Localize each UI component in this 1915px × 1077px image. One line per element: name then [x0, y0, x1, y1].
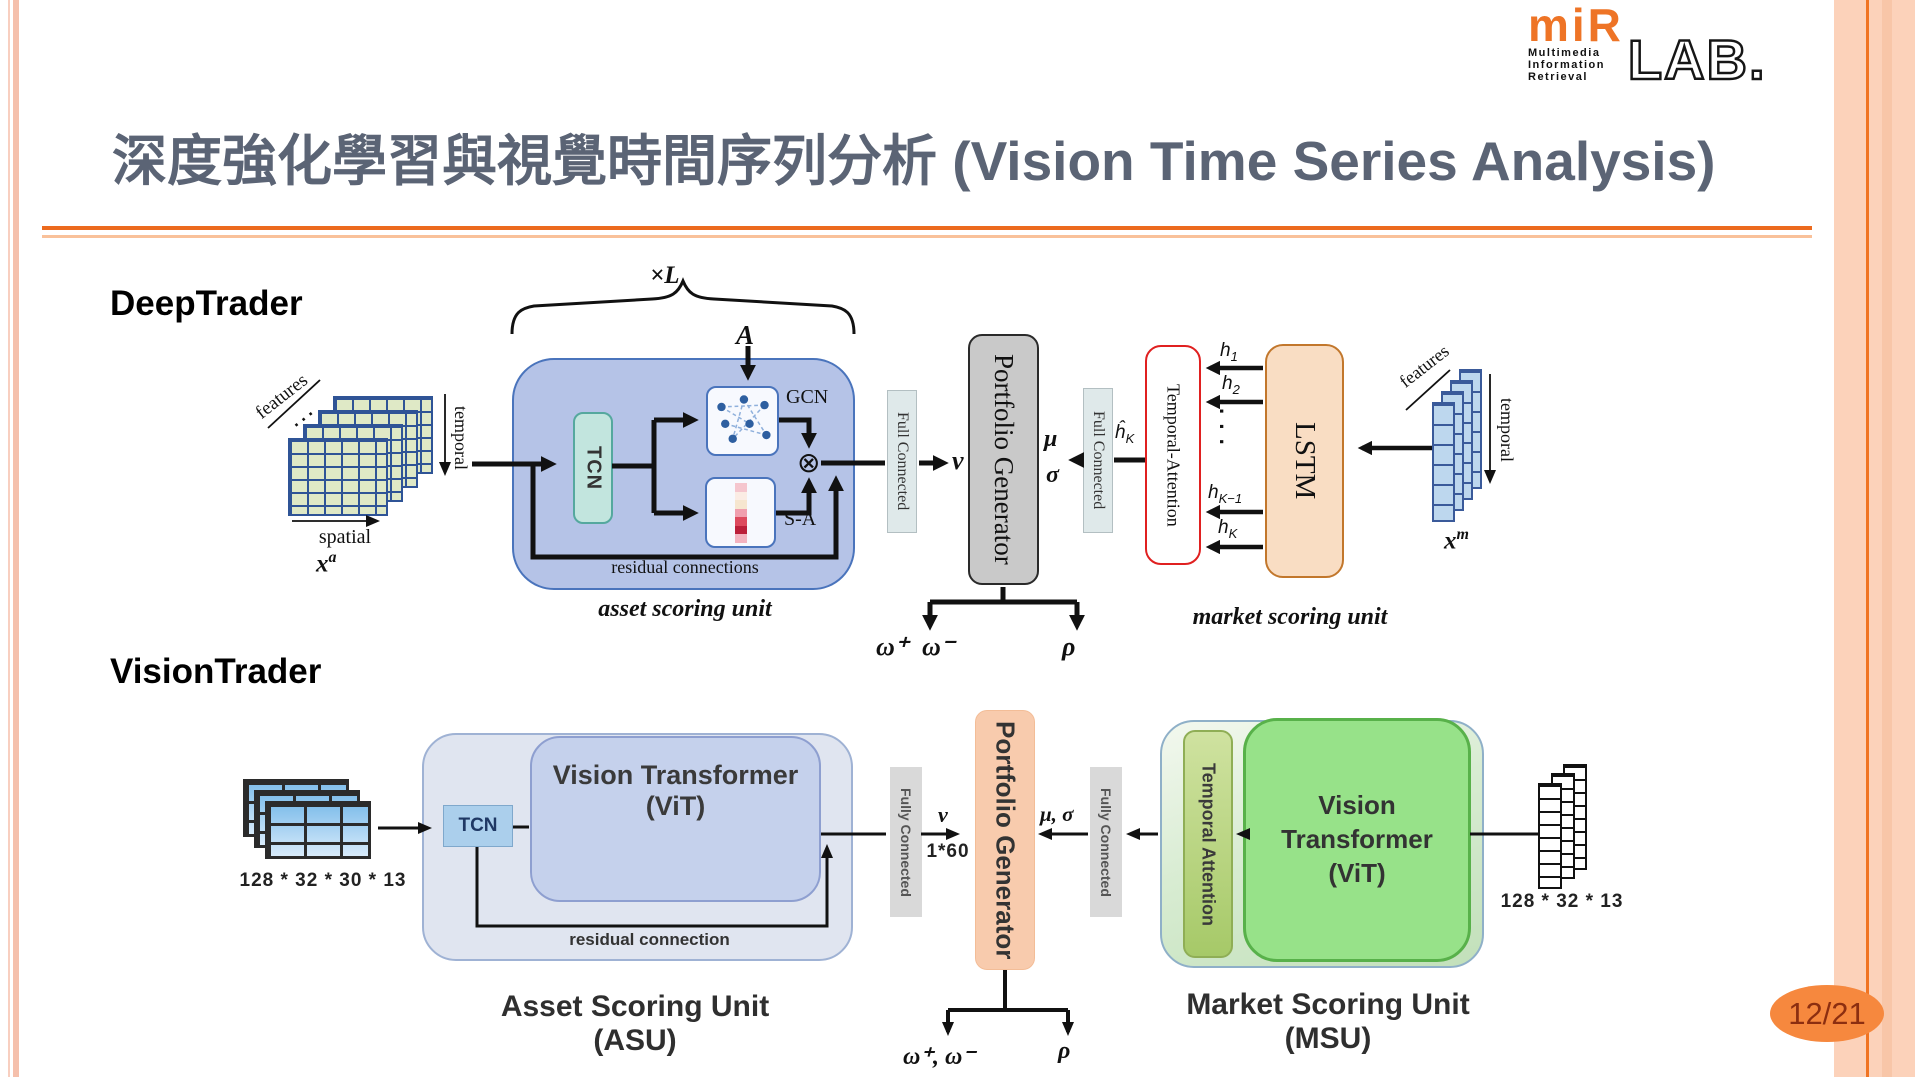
vt-market-dims: 128 * 32 * 13: [1500, 891, 1624, 912]
mirlab-logo: miR Multimedia Information Retrieval LAB…: [1528, 0, 1767, 91]
rho-label: ρ: [1062, 632, 1076, 661]
v-label: v: [952, 446, 964, 475]
asset-spatial-label: spatial: [318, 526, 372, 548]
residual-connections-label: residual connections: [611, 557, 759, 577]
deeptrader-portfolio-generator: Portfolio Generator: [968, 334, 1039, 585]
deeptrader-tcn-box: TCN: [573, 412, 613, 524]
vt-residual-label: residual connection: [569, 930, 730, 949]
hk-label: hK: [1218, 517, 1238, 541]
asset-temporal-label: temporal: [451, 406, 471, 470]
vt-market-layer-1: [1538, 783, 1562, 889]
vt-msu-caption: Market Scoring Unit (MSU): [1186, 988, 1470, 1055]
sigma-label: σ: [1046, 462, 1059, 488]
vt-portfolio-generator: Portfolio Generator: [975, 710, 1035, 970]
line-pg-branch: [930, 587, 1077, 605]
mu-label: μ: [1044, 426, 1058, 452]
asset-tensor-symbol: xa: [316, 549, 337, 578]
otimes-symbol: ⊗: [797, 448, 821, 479]
market-temporal-label: temporal: [1497, 398, 1517, 462]
vt-msu-vit-box: Vision Transformer (ViT): [1243, 718, 1471, 962]
vt-asu-vit-box: Vision Transformer (ViT): [530, 736, 821, 902]
logo-mir-text: miR: [1528, 0, 1624, 51]
sa-label: S-A: [784, 508, 817, 530]
nu-dim-label: 1*60: [926, 841, 970, 862]
vt-asu-caption: Asset Scoring Unit (ASU): [500, 990, 770, 1057]
page-title: 深度強化學習與視覺時間序列分析 (Vision Time Series Anal…: [112, 130, 1716, 192]
right-band-line: [1866, 0, 1869, 1077]
vt-fc-left: Fully Connected: [890, 767, 922, 917]
vt-omega-label: ω⁺, ω⁻: [903, 1044, 976, 1070]
loop-brace: [510, 277, 856, 335]
title-rule-bottom: [42, 235, 1812, 238]
asset-tensor-layer-1: [288, 438, 388, 516]
page-number-badge: 12/21: [1770, 985, 1884, 1042]
vt-tcn-box: TCN: [443, 805, 513, 847]
left-stripe-thick: [13, 0, 19, 1077]
gcn-box: [706, 386, 779, 456]
vt-msu-vit-line3: (ViT): [1328, 857, 1386, 888]
lstm-box: LSTM: [1265, 344, 1344, 578]
market-tensor-layer-1: [1432, 402, 1455, 522]
market-features-label: features: [1395, 340, 1453, 392]
right-band: [1834, 0, 1915, 1077]
vt-input-layer-1: [265, 801, 371, 859]
vt-fc-right: Fully Connected: [1090, 767, 1122, 917]
title-rule-top: [42, 226, 1812, 230]
adjacency-label: A: [736, 320, 755, 350]
vt-asu-vit-line1: Vision Transformer: [552, 760, 799, 790]
vt-rho-label: ρ: [1058, 1038, 1071, 1064]
vt-msu-vit-line2: Transformer: [1281, 824, 1433, 855]
deeptrader-heading: DeepTrader: [110, 284, 303, 323]
omega-minus-label: ω⁻: [922, 632, 955, 661]
line-vt-pg-branch: [948, 970, 1068, 1012]
vt-temporal-attention-box: Temporal Attention: [1183, 730, 1233, 958]
hk1-label: hK−1: [1208, 482, 1243, 506]
h1-label: h1: [1220, 340, 1238, 364]
asset-scoring-unit-caption: asset scoring unit: [598, 596, 772, 622]
sa-heatmap: [735, 483, 747, 544]
market-tensor-symbol: xm: [1444, 526, 1469, 555]
vt-input-dims: 128 * 32 * 30 * 13: [239, 870, 407, 891]
loop-times-label: ×L: [650, 262, 680, 289]
market-scoring-unit-caption: market scoring unit: [1192, 604, 1388, 630]
h-hat-label: ĥK: [1115, 422, 1135, 446]
vt-msu-vit-line1: Vision: [1318, 790, 1396, 821]
deeptrader-fc-right: Full Connected: [1083, 388, 1113, 533]
gcn-label: GCN: [786, 386, 829, 408]
logo-line-1: Multimedia: [1528, 47, 1601, 60]
right-band-stripe: [1882, 0, 1892, 1077]
omega-plus-label: ω⁺: [876, 632, 909, 661]
logo-line-2: Information: [1528, 59, 1605, 72]
h2-label: h2: [1222, 373, 1240, 397]
left-stripe-thin: [8, 0, 10, 1077]
mu-sigma-label: μ, σ: [1040, 802, 1074, 826]
h-dots: ···: [1209, 408, 1234, 454]
logo-line-3: Retrieval: [1528, 71, 1588, 84]
deeptrader-fc-left: Full Connected: [887, 390, 917, 533]
vt-asu-vit-line2: (ViT): [645, 791, 706, 821]
temporal-attention-box: Temporal-Attention: [1145, 345, 1201, 565]
logo-lab-text: LAB.: [1627, 28, 1767, 91]
visiontrader-heading: VisionTrader: [110, 652, 322, 691]
nu-label: ν: [938, 802, 948, 827]
gcn-graph-icon: [716, 395, 771, 443]
